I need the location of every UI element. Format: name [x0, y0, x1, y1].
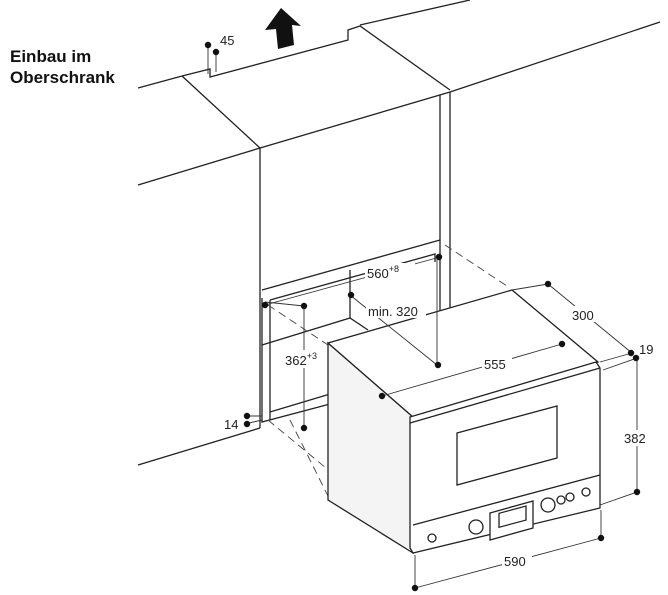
dim-appliance-height: 382 [624, 431, 646, 446]
appliance [326, 289, 601, 555]
dim-front-thickness: 19 [639, 342, 653, 357]
button [565, 492, 575, 502]
dim-bottom-offset: 14 [224, 417, 238, 432]
door-window [456, 405, 558, 486]
title-line-2: Oberschrank [10, 68, 115, 87]
dim-total-depth: 300 [572, 308, 594, 323]
button [556, 495, 566, 505]
button [581, 487, 591, 497]
button [427, 533, 437, 543]
control-knob-left [468, 519, 484, 535]
control-knob-right [540, 497, 556, 513]
upper-cabinet [137, 0, 661, 466]
dim-appliance-depth: 555 [484, 357, 506, 372]
dim-min-depth: min. 320 [368, 304, 418, 319]
diagram-title: Einbau im Oberschrank [10, 46, 115, 88]
dim-niche-width: 560+8 [367, 264, 399, 281]
dimension-points [204, 41, 641, 592]
dim-appliance-width: 590 [504, 554, 526, 569]
title-line-1: Einbau im [10, 47, 92, 66]
dim-niche-height: 362+3 [285, 351, 317, 368]
dim-gap-top: 45 [220, 33, 234, 48]
up-arrow-icon [265, 8, 301, 49]
